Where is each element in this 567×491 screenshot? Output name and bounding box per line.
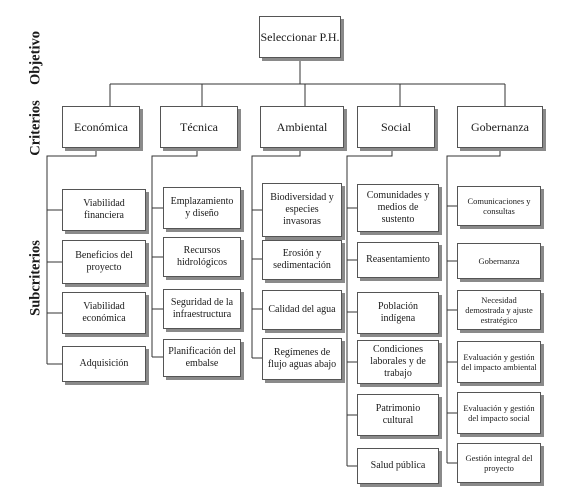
criterion-tecnica: Técnica: [160, 106, 238, 148]
subcriterion-box: Calidad del agua: [262, 290, 342, 330]
side-label-subcriterios: Subcriterios: [27, 240, 44, 316]
subcriterion-box: Gobernanza: [457, 243, 541, 279]
subcriterion-box: Patrimonio cultural: [357, 394, 439, 436]
subcriterion-box: Comunicaciones y consultas: [457, 186, 541, 226]
subcriterion-box: Reasentamiento: [357, 242, 439, 278]
subcriterion-box: Recursos hidrológicos: [163, 237, 241, 277]
subcriterion-box: Emplazamiento y diseño: [163, 187, 241, 229]
side-label-objetivo: Objetivo: [27, 31, 44, 85]
criterion-ambiental: Ambiental: [260, 106, 344, 148]
subcriterion-box: Comunidades y medios de sustento: [357, 184, 439, 232]
subcriterion-box: Viabilidad económica: [62, 292, 146, 334]
side-label-criterios: Criterios: [27, 100, 44, 156]
subcriterion-box: Planificación del embalse: [163, 339, 241, 377]
subcriterion-box: Regímenes de flujo aguas abajo: [262, 338, 342, 380]
goal-box: Seleccionar P.H.: [259, 16, 341, 58]
criterion-gobernanza: Gobernanza: [457, 106, 543, 148]
criterion-social: Social: [357, 106, 435, 148]
criterion-economica: Económica: [62, 106, 140, 148]
subcriterion-box: Beneficios del proyecto: [62, 240, 146, 284]
subcriterion-box: Población indígena: [357, 292, 439, 334]
subcriterion-box: Salud pública: [357, 448, 439, 484]
subcriterion-box: Erosión y sedimentación: [262, 240, 342, 280]
subcriterion-box: Necesidad demostrada y ajuste estratégic…: [457, 290, 541, 330]
subcriterion-box: Evaluación y gestión del impacto ambient…: [457, 341, 541, 383]
subcriterion-box: Seguridad de la infraestructura: [163, 289, 241, 329]
subcriterion-box: Gestión integral del proyecto: [457, 443, 541, 483]
subcriterion-box: Biodiversidad y especies invasoras: [262, 183, 342, 237]
subcriterion-box: Condiciones laborales y de trabajo: [357, 340, 439, 384]
subcriterion-box: Evaluación y gestión del impacto social: [457, 392, 541, 434]
subcriterion-box: Viabilidad financiera: [62, 189, 146, 231]
subcriterion-box: Adquisición: [62, 346, 146, 382]
